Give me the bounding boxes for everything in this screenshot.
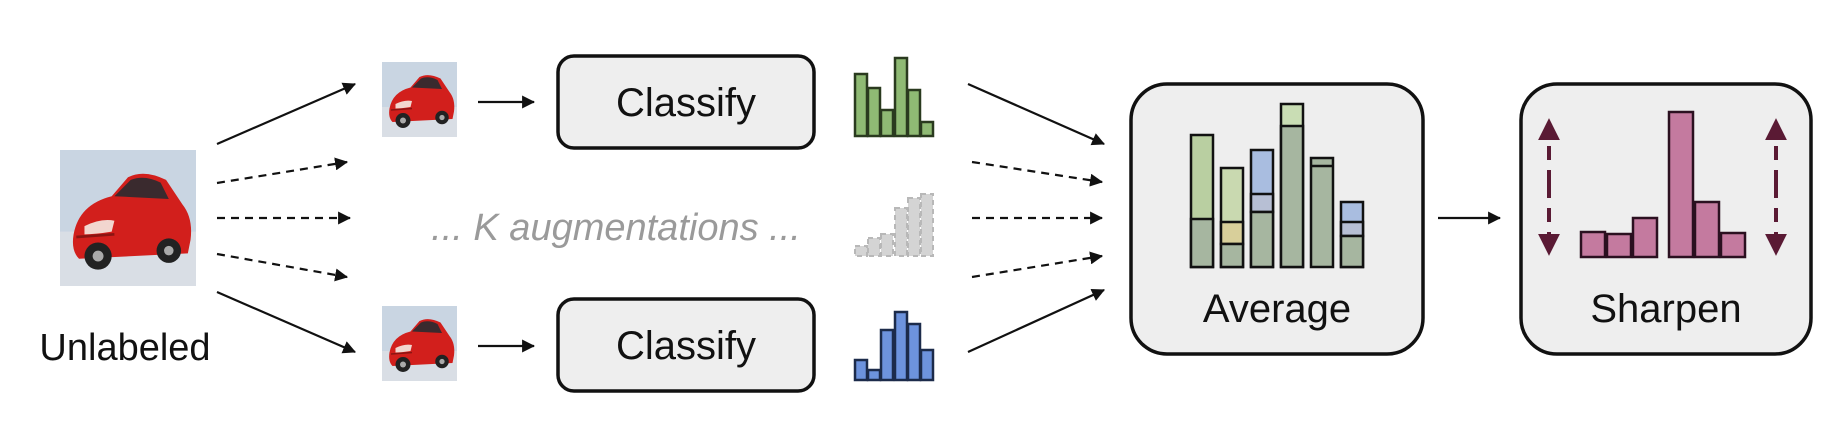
sharpen-label: Sharpen bbox=[1590, 287, 1741, 331]
prediction-histogram-top bbox=[853, 56, 935, 138]
to-classify-arrows bbox=[478, 95, 536, 353]
arrow-dashed-3 bbox=[216, 252, 349, 282]
sharpen-box: Sharpen bbox=[1519, 82, 1813, 356]
average-histogram bbox=[1189, 102, 1365, 269]
sharpened-histogram bbox=[1579, 110, 1747, 259]
classify-box-top: Classify bbox=[556, 54, 816, 150]
k-augmentations-label: ... K augmentations ... bbox=[431, 207, 801, 249]
to-average-arrows bbox=[967, 82, 1105, 354]
arrow-avg-dashed-3 bbox=[971, 251, 1104, 279]
augmentation-arrows bbox=[216, 82, 356, 354]
unlabeled-label: Unlabeled bbox=[39, 327, 210, 369]
augmented-car-image-bottom bbox=[381, 305, 458, 382]
arrow-avg-solid-bottom bbox=[967, 288, 1105, 354]
prediction-histogram-ghost bbox=[854, 193, 934, 257]
arrow-avg-solid-top bbox=[967, 82, 1105, 146]
arrow-solid-top bbox=[216, 82, 356, 146]
average-box: Average bbox=[1129, 82, 1425, 356]
arrow-solid-bottom bbox=[216, 290, 356, 354]
average-label: Average bbox=[1203, 287, 1351, 331]
augmented-car-image-top bbox=[381, 61, 458, 138]
classify-label-bottom: Classify bbox=[616, 324, 756, 368]
prediction-histogram-bottom bbox=[853, 310, 935, 382]
classify-label-top: Classify bbox=[616, 81, 756, 125]
arrow-dashed-1 bbox=[216, 157, 349, 185]
unlabeled-car-image bbox=[58, 148, 198, 288]
arrow-avg-dashed-1 bbox=[971, 160, 1104, 187]
classify-box-bottom: Classify bbox=[556, 297, 816, 393]
